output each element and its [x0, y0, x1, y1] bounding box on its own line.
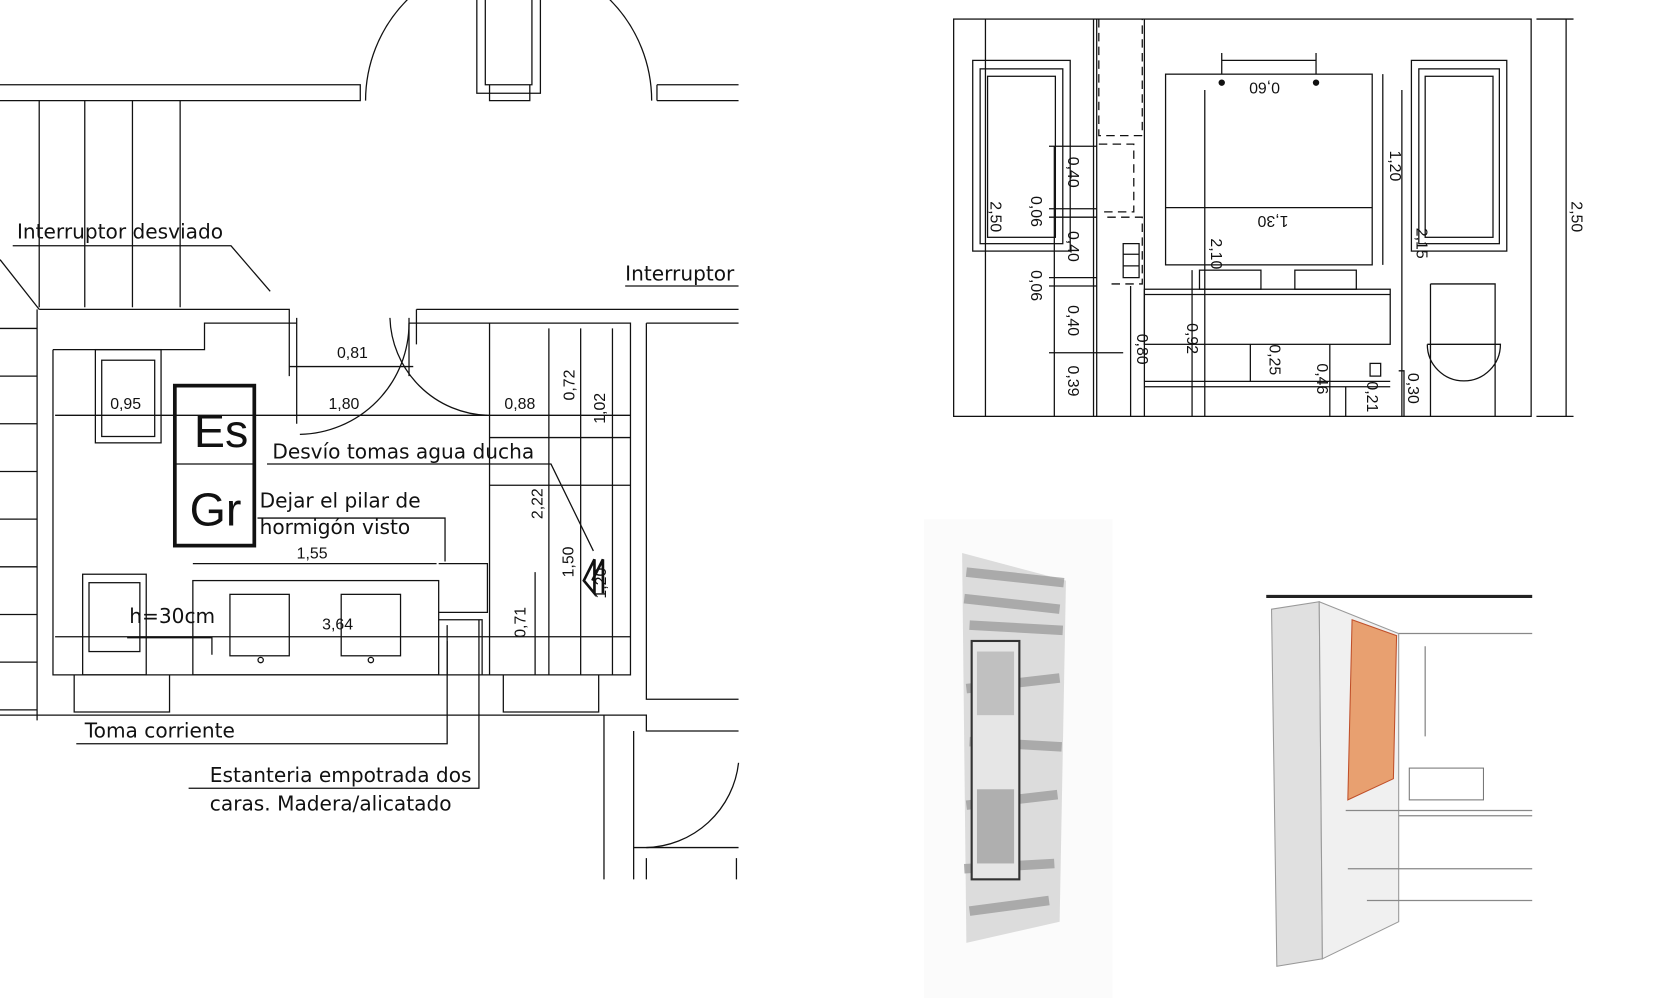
elev-dim-120: 1,20: [1386, 150, 1403, 181]
elev-dim-006a: 0,06: [1027, 196, 1044, 227]
dim-088: 0,88: [504, 396, 535, 413]
label-interruptor: Interruptor: [625, 262, 735, 286]
window-right: [1410, 59, 1508, 252]
dim-120: 1,20: [593, 568, 610, 599]
label-h30: h=30cm: [129, 604, 215, 628]
dim-180: 1,80: [328, 396, 359, 413]
elev-dim-046: 0,46: [1313, 363, 1330, 394]
label-desvio-tomas: Desvío tomas agua ducha: [272, 440, 534, 464]
perspective-sketch-left: [923, 519, 1113, 998]
mirror: [1164, 73, 1373, 266]
label-estanteria-1: Estanteria empotrada dos: [210, 763, 472, 787]
symbol-gr: Gr: [190, 483, 242, 535]
elev-dim-060: 0,60: [1249, 79, 1280, 96]
toilet-elevation: [1426, 283, 1502, 417]
floor-plan: Es Gr Interruptor desviado Interruptor D…: [0, 0, 740, 880]
elev-dim-250-right: 2,50: [1567, 201, 1584, 232]
elev-dim-039: 0,39: [1064, 366, 1081, 397]
elev-dim-021: 0,21: [1363, 381, 1380, 412]
elev-dim-040c: 0,40: [1064, 305, 1081, 336]
label-estanteria-2: caras. Madera/alicatado: [210, 791, 452, 815]
dim-222: 2,22: [530, 488, 547, 519]
elev-dim-092: 0,92: [1183, 323, 1200, 354]
elev-dim-040b: 0,40: [1064, 231, 1081, 262]
perspective-sketch-right: [1266, 594, 1533, 967]
door-swing-left: [299, 323, 410, 436]
label-toma-corriente: Toma corriente: [84, 718, 235, 742]
door-swing-right: [389, 317, 488, 416]
washbasin-fixture: [94, 348, 162, 444]
dim-155: 1,55: [297, 545, 328, 562]
elev-dim-215: 2,15: [1413, 228, 1430, 259]
elev-dim-006b: 0,06: [1027, 270, 1044, 301]
arched-opening: [364, 0, 653, 101]
wall-elevation: 0,60 1,30 1,20 2,50 2,50 0,40 0,06 0,40 …: [953, 18, 1584, 417]
dim-150: 1,50: [560, 546, 577, 577]
toilet-fixture: [82, 573, 147, 676]
dim-071: 0,71: [513, 607, 530, 638]
elev-dim-250-left: 2,50: [987, 201, 1004, 232]
elev-dim-210: 2,10: [1207, 238, 1224, 269]
elev-dim-080: 0,80: [1133, 334, 1150, 365]
window-left: [972, 59, 1071, 252]
symbol-es: Es: [194, 405, 248, 457]
dim-072: 0,72: [561, 369, 578, 400]
elev-dim-030: 0,30: [1404, 373, 1421, 404]
label-pilar-1: Dejar el pilar de: [260, 488, 421, 512]
dim-081: 0,81: [337, 345, 368, 362]
dim-095: 0,95: [110, 396, 141, 413]
es-gr-marker-box: [172, 383, 257, 548]
dim-364: 3,64: [322, 616, 353, 633]
elev-dim-130: 1,30: [1257, 212, 1288, 229]
vanity-counter: [192, 579, 440, 676]
label-interruptor-desviado: Interruptor desviado: [17, 219, 223, 243]
label-pilar-2: hormigón visto: [260, 515, 411, 539]
elev-dim-040a: 0,40: [1064, 157, 1081, 188]
sketched-wood-shelf: [1347, 619, 1398, 801]
dim-102: 1,02: [592, 393, 609, 424]
elev-dim-025: 0,25: [1265, 344, 1282, 375]
vanity-cabinet: [1143, 288, 1391, 345]
